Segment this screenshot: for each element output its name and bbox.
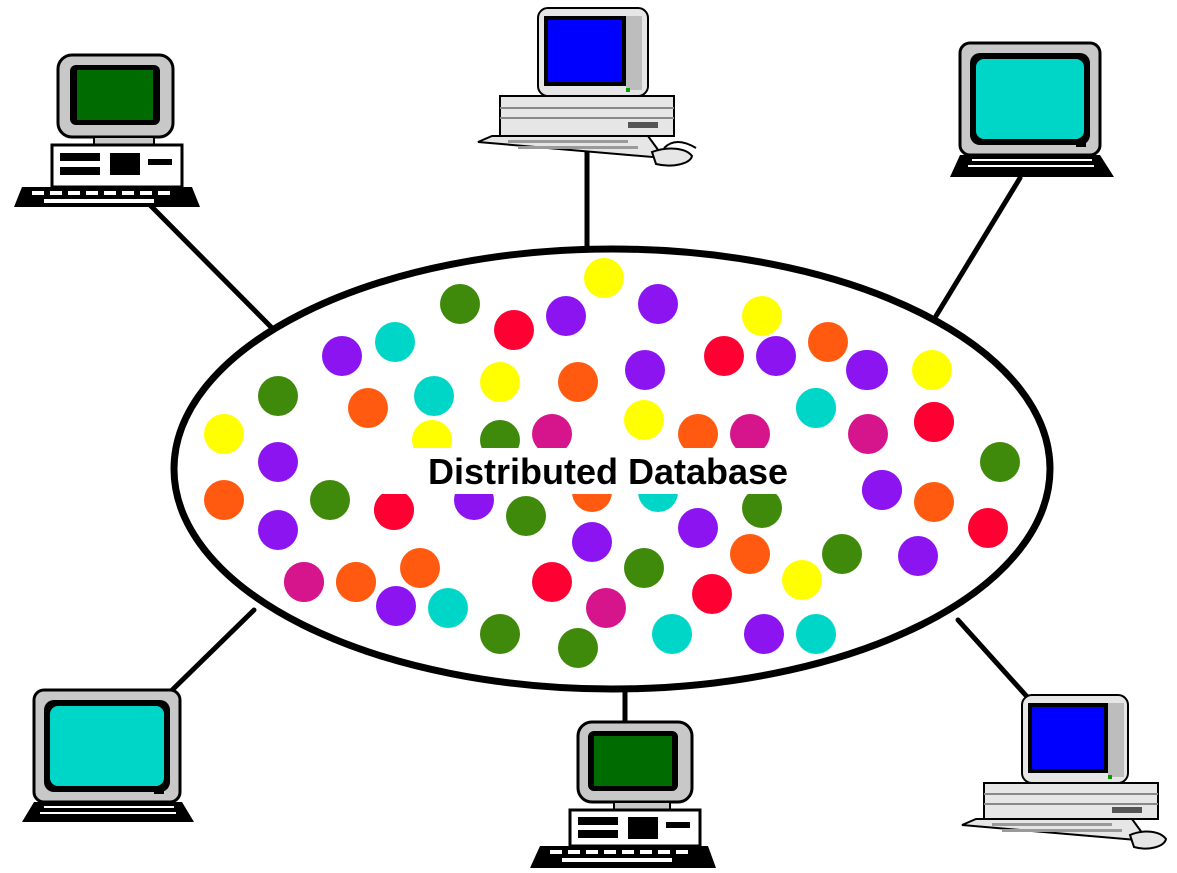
data-record-dot	[440, 284, 480, 324]
data-record-dot	[808, 322, 848, 362]
screen	[594, 736, 672, 786]
data-record-dot	[480, 362, 520, 402]
data-record-dot	[322, 336, 362, 376]
data-record-dot	[848, 350, 888, 390]
data-record-dot	[678, 508, 718, 548]
data-record-dot	[400, 548, 440, 588]
data-record-dot	[572, 522, 612, 562]
data-record-dot	[480, 614, 520, 654]
computer-icon	[14, 53, 200, 207]
data-record-dot	[638, 284, 678, 324]
computer-icon	[961, 694, 1168, 850]
data-record-dot	[494, 310, 534, 350]
data-record-dot	[414, 376, 454, 416]
computer-icon	[950, 41, 1114, 177]
link-top-right	[933, 175, 1023, 319]
data-record-dot	[756, 336, 796, 376]
data-record-dot	[822, 534, 862, 574]
data-record-dot	[914, 402, 954, 442]
data-record-dot	[428, 588, 468, 628]
data-record-dot	[258, 376, 298, 416]
data-record-dot	[898, 536, 938, 576]
database-label-group: Distributed Database	[376, 448, 828, 494]
data-record-dot	[796, 614, 836, 654]
data-record-dot	[532, 562, 572, 602]
data-record-dot	[506, 496, 546, 536]
screen	[548, 20, 622, 82]
data-record-dot	[730, 534, 770, 574]
data-record-dot	[310, 480, 350, 520]
data-record-dot	[624, 400, 664, 440]
screen	[1032, 707, 1104, 769]
computer-icon	[477, 7, 697, 167]
data-record-dot	[584, 258, 624, 298]
data-record-dot	[558, 362, 598, 402]
data-record-dot	[204, 480, 244, 520]
data-record-dot	[532, 414, 572, 454]
data-record-dot	[348, 388, 388, 428]
data-record-dot	[796, 388, 836, 428]
data-record-dot	[586, 588, 626, 628]
data-record-dot	[284, 562, 324, 602]
network-links	[147, 147, 1033, 725]
data-record-dot	[692, 574, 732, 614]
data-record-dot	[678, 414, 718, 454]
data-record-dot	[742, 488, 782, 528]
computer-icon	[22, 688, 194, 822]
data-record-dot	[336, 562, 376, 602]
data-record-dot	[652, 614, 692, 654]
data-record-dot	[375, 322, 415, 362]
data-record-dot	[204, 414, 244, 454]
data-record-dot	[968, 508, 1008, 548]
screen	[50, 706, 164, 786]
screen	[77, 70, 153, 120]
data-record-dot	[912, 350, 952, 390]
data-record-dot	[704, 336, 744, 376]
data-record-dot	[625, 350, 665, 390]
computer-icon	[530, 720, 716, 868]
data-record-dot	[376, 586, 416, 626]
data-record-dot	[742, 296, 782, 336]
data-record-dot	[730, 414, 770, 454]
data-record-dot	[914, 482, 954, 522]
data-record-dot	[546, 296, 586, 336]
data-record-dot	[744, 614, 784, 654]
link-bottom-right	[955, 617, 1033, 703]
link-top-left	[147, 202, 275, 331]
data-record-dot	[980, 442, 1020, 482]
database-label-background	[376, 448, 828, 494]
data-record-dot	[862, 470, 902, 510]
data-record-dot	[782, 560, 822, 600]
data-record-dot	[258, 442, 298, 482]
screen	[976, 59, 1084, 139]
link-bottom-left	[162, 607, 257, 700]
database-label: Distributed Database	[428, 451, 788, 492]
data-record-dot	[374, 490, 414, 530]
data-record-dot	[624, 548, 664, 588]
data-record-dot	[848, 414, 888, 454]
data-record-dot	[258, 510, 298, 550]
data-record-dot	[558, 628, 598, 668]
data-records	[204, 258, 1020, 668]
